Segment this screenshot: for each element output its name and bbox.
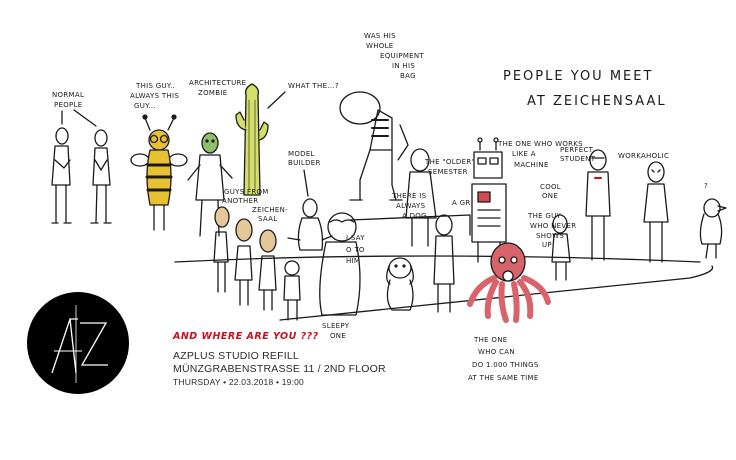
label-this-guy-3: GUY... (134, 102, 156, 110)
figure-cactus (235, 83, 269, 196)
label-cool-one-2: ONE (542, 192, 558, 200)
figure-model-builder (287, 198, 333, 251)
event-info: AZPLUS STUDIO REFILL MÜNZGRABENSTRASSE 1… (173, 350, 423, 389)
label-sleepy-1: SLEEPY (322, 322, 350, 330)
figure-perfect-student (585, 149, 611, 261)
label-equipment-5: BAG (400, 72, 416, 80)
label-guys-from-1: GUYS FROM (224, 188, 269, 196)
label-model-builder-2: BUILDER (288, 159, 321, 167)
label-guys-from-3: ZEICHEN- (252, 206, 288, 214)
label-always-dog-2: ALWAYS (396, 202, 426, 210)
label-older-semester-2: SEMESTER (428, 168, 468, 176)
figure-octopus (467, 242, 551, 323)
figure-dog (386, 257, 414, 311)
arrow-normal-people (61, 109, 97, 127)
label-model-builder-1: MODEL (288, 150, 315, 158)
figure-small-kid (283, 260, 301, 321)
label-equipment-1: WAS HIS (364, 32, 396, 40)
figure-equipment-guy (339, 91, 409, 201)
label-what-the: WHAT THE...? (288, 82, 339, 90)
event-name: AZPLUS STUDIO REFILL (173, 350, 299, 362)
label-this-guy-1: THIS GUY.. (135, 82, 175, 90)
figure-robot-machine (471, 137, 507, 263)
label-cool-one-1: COOL (540, 183, 561, 191)
label-always-dog-1: THERE IS (391, 192, 427, 200)
arrow-what-the (267, 91, 286, 109)
figure-bird (699, 198, 727, 259)
ground-line (174, 255, 701, 263)
label-normal-people-1: NORMAL (52, 91, 84, 99)
figure-sleepy-one (319, 212, 361, 316)
figure-workaholic (643, 161, 669, 263)
figure-bee-costume (130, 114, 188, 231)
label-never-shows-2: WHO NEVER (530, 222, 576, 230)
figure-older-semester (405, 148, 437, 247)
label-thousand-1: THE ONE (473, 336, 507, 344)
label-this-guy-2: ALWAYS THIS (130, 92, 179, 100)
label-guys-from-4: SAAL (258, 215, 277, 223)
label-thousand-3: DO 1.000 THINGS (472, 361, 539, 369)
figure-cool-one (551, 214, 571, 281)
arrow-model-builder (303, 169, 309, 197)
label-perfect-1: PERFECT (560, 146, 594, 154)
label-question: ? (704, 182, 708, 190)
label-never-shows-3: SHOWS (536, 232, 564, 240)
poster-title-line2: AT ZEICHENSAAL (527, 94, 667, 109)
label-thousand-4: AT THE SAME TIME (468, 374, 539, 382)
label-equipment-3: EQUIPMENT (380, 52, 424, 60)
poster-title-line1: PEOPLE YOU MEET (503, 69, 653, 84)
ground-curve (279, 265, 714, 321)
label-a-gr: A GR (452, 199, 471, 207)
label-equipment-4: IN HIS (392, 62, 415, 70)
label-i-say-1: I SAY (346, 234, 365, 242)
label-sleepy-2: ONE (330, 332, 346, 340)
event-datetime: THURSDAY • 22.03.2018 • 19:00 (173, 377, 304, 387)
label-i-say-2: O TO (346, 246, 365, 254)
figure-guys-from-another (213, 206, 277, 311)
label-normal-people-2: PEOPLE (54, 101, 83, 109)
event-address: MÜNZGRABENSTRASSE 11 / 2ND FLOOR (173, 363, 386, 375)
table-edge (349, 214, 471, 236)
label-arch-zombie-2: ZOMBIE (198, 89, 227, 97)
figure-girl (433, 214, 455, 313)
label-arch-zombie-1: ARCHITECTURE (189, 79, 246, 87)
label-always-dog-3: A DOG (402, 212, 427, 220)
azplus-logo: AZ (27, 292, 129, 394)
label-perfect-2: STUDENT (560, 155, 596, 163)
label-machine-3: MACHINE (514, 161, 549, 169)
label-machine-1: THE ONE WHO WORKS (497, 140, 583, 148)
label-workaholic: WORKAHOLIC (618, 152, 669, 160)
figure-normal-person-1 (51, 127, 72, 224)
label-equipment-2: WHOLE (366, 42, 394, 50)
label-older-semester-1: THE "OLDER" (424, 158, 475, 166)
label-guys-from-2: ANOTHER (222, 197, 258, 205)
label-thousand-2: WHO CAN (478, 348, 515, 356)
figure-normal-person-2 (90, 129, 112, 224)
label-never-shows-4: UP (542, 241, 552, 249)
label-never-shows-1: THE GUY (527, 212, 562, 220)
label-machine-2: LIKE A (512, 150, 536, 158)
label-i-say-3: HIM (346, 257, 360, 265)
tagline: AND WHERE ARE YOU ??? (173, 331, 319, 342)
